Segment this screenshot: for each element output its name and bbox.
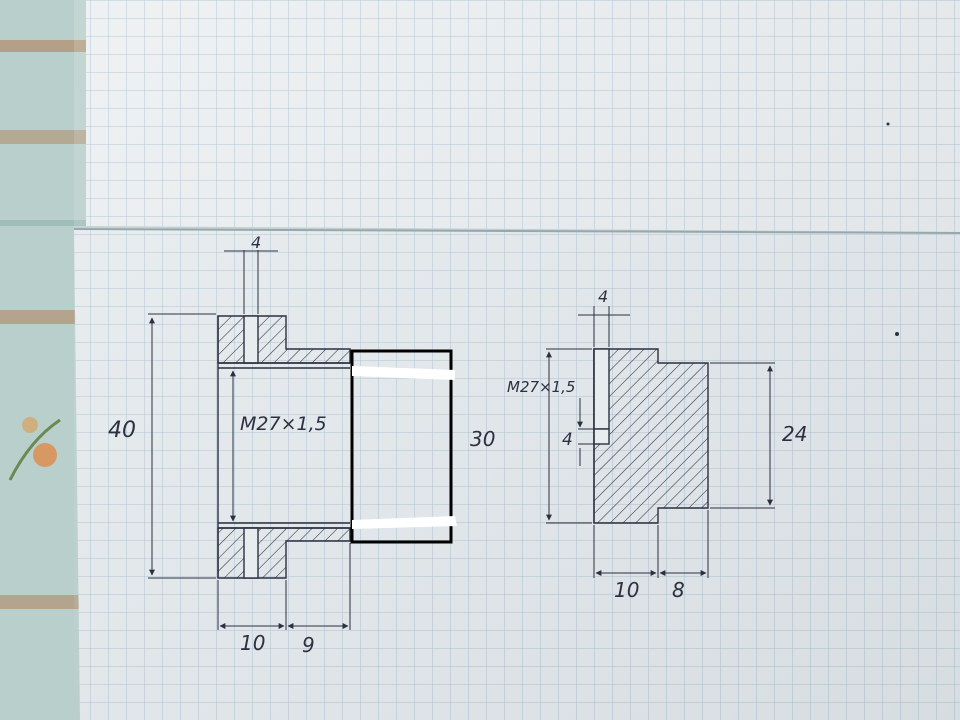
eraser-mark-bottom: [352, 516, 457, 529]
paper-speck: [895, 332, 899, 336]
marker-box: [350, 349, 457, 544]
right-dim-slot: 4: [562, 430, 573, 450]
right-thread-label: M27×1,5: [507, 378, 575, 396]
paper-speck: [886, 122, 890, 126]
left-dim-height: 40: [108, 418, 136, 443]
left-thread-label: M27×1,5: [240, 413, 327, 435]
right-body: [593, 348, 709, 524]
tablecloth-stripes: [0, 40, 90, 609]
right-dim-width-left: 10: [614, 578, 639, 602]
right-dim-height: 24: [782, 422, 807, 446]
page-fold: [73, 228, 960, 234]
right-section-drawing: [546, 306, 775, 578]
flower-pattern: [8, 417, 61, 481]
right-dim-top-gap: 4: [598, 287, 608, 306]
left-section-drawing: [148, 250, 351, 630]
left-dim-top-gap: 4: [251, 233, 261, 252]
eraser-mark-top: [352, 366, 455, 380]
right-dim-width-right: 8: [672, 578, 685, 602]
left-dim-width-right: 9: [302, 633, 315, 657]
left-dim-width-left: 10: [240, 631, 265, 655]
left-dim-bore: 30: [470, 427, 495, 451]
